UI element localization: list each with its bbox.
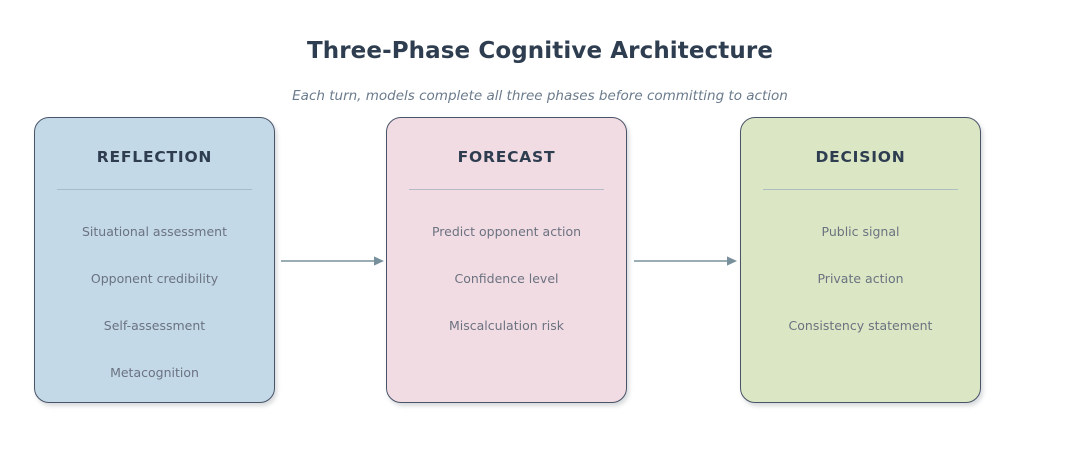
list-item: Opponent credibility bbox=[90, 271, 219, 286]
list-item: Confidence level bbox=[454, 271, 559, 286]
list-item: Miscalculation risk bbox=[449, 318, 564, 333]
phase-heading-forecast: FORECAST bbox=[457, 148, 556, 166]
list-item: Predict opponent action bbox=[431, 224, 582, 239]
list-item: Self-assessment bbox=[103, 318, 206, 333]
phase-heading-reflection: REFLECTION bbox=[96, 148, 213, 166]
phase-item-list-decision: Public signal Private action Consistency… bbox=[741, 208, 980, 349]
phase-box-reflection: REFLECTION Situational assessment Oppone… bbox=[34, 117, 275, 403]
phase-item-list-forecast: Predict opponent action Confidence level… bbox=[387, 208, 626, 349]
phase-heading-decision: DECISION bbox=[815, 148, 906, 166]
arrow-right-icon bbox=[634, 254, 738, 268]
phase-divider bbox=[57, 189, 252, 190]
phase-divider bbox=[409, 189, 604, 190]
page-title: Three-Phase Cognitive Architecture bbox=[306, 38, 774, 64]
page-subtitle: Each turn, models complete all three pha… bbox=[292, 88, 788, 104]
phase-divider bbox=[763, 189, 958, 190]
list-item: Consistency statement bbox=[788, 318, 933, 333]
phase-box-decision: DECISION Public signal Private action Co… bbox=[740, 117, 981, 403]
arrow-right-icon bbox=[281, 254, 385, 268]
phase-item-list-reflection: Situational assessment Opponent credibil… bbox=[35, 208, 274, 396]
list-item: Public signal bbox=[821, 224, 900, 239]
list-item: Situational assessment bbox=[81, 224, 228, 239]
phase-box-forecast: FORECAST Predict opponent action Confide… bbox=[386, 117, 627, 403]
list-item: Metacognition bbox=[110, 365, 199, 380]
list-item: Private action bbox=[817, 271, 904, 286]
